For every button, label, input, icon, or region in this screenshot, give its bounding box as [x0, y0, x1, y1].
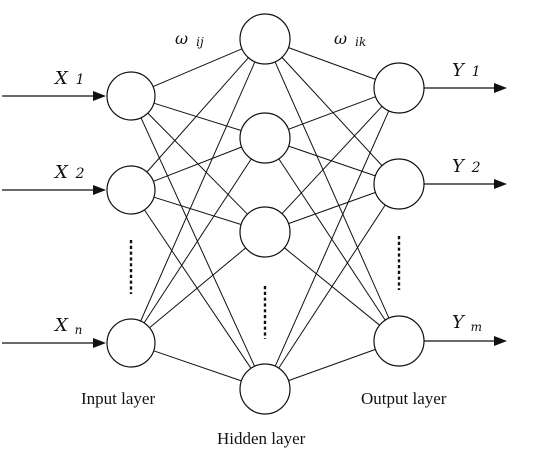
weight-label-hidden-output: ω ik [334, 29, 366, 49]
nodes [106, 13, 425, 415]
hidden-layer-label: Hidden layer [217, 429, 306, 448]
hidden-output-edge-4-2 [278, 204, 386, 369]
input-hidden-edge-2-3 [153, 196, 242, 225]
output-arrowhead-1 [494, 83, 507, 93]
output-node-m [373, 315, 425, 367]
output-node-2 [373, 158, 425, 210]
output-node-1 [373, 62, 425, 114]
hidden-output-edge-3-2 [288, 191, 376, 225]
output-arrows [424, 83, 507, 346]
output-label-2-sub: 2 [471, 160, 481, 176]
hidden-output-edge-1-3 [274, 61, 390, 319]
input-label-1: X 1 [53, 68, 84, 89]
output-arrowhead-2 [494, 179, 507, 189]
hidden-output-edge-1-1 [288, 47, 376, 80]
input-arrowhead-1 [93, 91, 106, 101]
output-layer-label: Output layer [361, 389, 447, 408]
hidden-node-3 [239, 206, 291, 258]
input-hidden-edge-1-2 [153, 102, 242, 131]
input-label-2-sub: 2 [75, 166, 85, 182]
input-hidden-edge-2-1 [146, 57, 249, 173]
hidden-node-2 [239, 112, 291, 164]
hidden-output-edge-2-2 [288, 145, 376, 177]
output-arrowhead-m [494, 336, 507, 346]
input-label-n-base: X [53, 315, 69, 336]
input-hidden-edge-2-4 [143, 209, 252, 369]
input-hidden-edge-3-2 [143, 158, 252, 324]
output-label-m: Y m [452, 312, 482, 334]
weight-label-ik-base: ω [334, 29, 347, 48]
connection-lines [140, 47, 390, 382]
output-label-m-base: Y [452, 312, 466, 333]
input-label-2: X 2 [53, 162, 85, 183]
hidden-node-last [239, 363, 291, 415]
input-hidden-edge-3-3 [149, 247, 247, 329]
output-label-2: Y 2 [452, 156, 481, 177]
output-label-1-base: Y [452, 60, 466, 81]
input-hidden-edge-1-1 [152, 48, 243, 88]
input-arrows [2, 91, 106, 348]
output-label-1: Y 1 [452, 60, 481, 81]
input-label-1-sub: 1 [76, 72, 85, 88]
input-node-1 [106, 71, 156, 121]
input-arrowhead-n [93, 338, 106, 348]
input-arrowhead-2 [93, 185, 106, 195]
hidden-output-edge-1-2 [281, 57, 383, 166]
weight-label-ik-sub: ik [355, 35, 366, 49]
input-hidden-edge-1-4 [140, 117, 256, 367]
weight-label-ij-sub: ij [196, 35, 204, 49]
input-hidden-edge-3-4 [153, 350, 242, 382]
input-label-1-base: X [53, 68, 69, 89]
hidden-node-1 [239, 13, 291, 65]
input-hidden-edge-3-1 [140, 61, 256, 322]
weight-label-input-hidden: ω ij [175, 29, 204, 49]
output-label-m-sub: m [471, 320, 482, 334]
input-label-n-sub: n [75, 323, 83, 337]
input-node-2 [106, 165, 156, 215]
input-layer-label: Input layer [81, 389, 155, 408]
input-hidden-edge-2-2 [153, 146, 242, 182]
weight-label-ij-base: ω [175, 29, 188, 48]
input-node-n [106, 318, 156, 368]
input-label-2-base: X [53, 162, 69, 183]
input-label-n: X n [53, 315, 82, 337]
hidden-output-edge-4-1 [274, 110, 390, 367]
hidden-output-edge-2-1 [288, 96, 376, 130]
output-label-2-base: Y [452, 156, 466, 177]
output-label-1-sub: 1 [472, 64, 481, 80]
hidden-output-edge-3-1 [281, 105, 383, 215]
hidden-output-edge-4-3 [288, 348, 376, 382]
